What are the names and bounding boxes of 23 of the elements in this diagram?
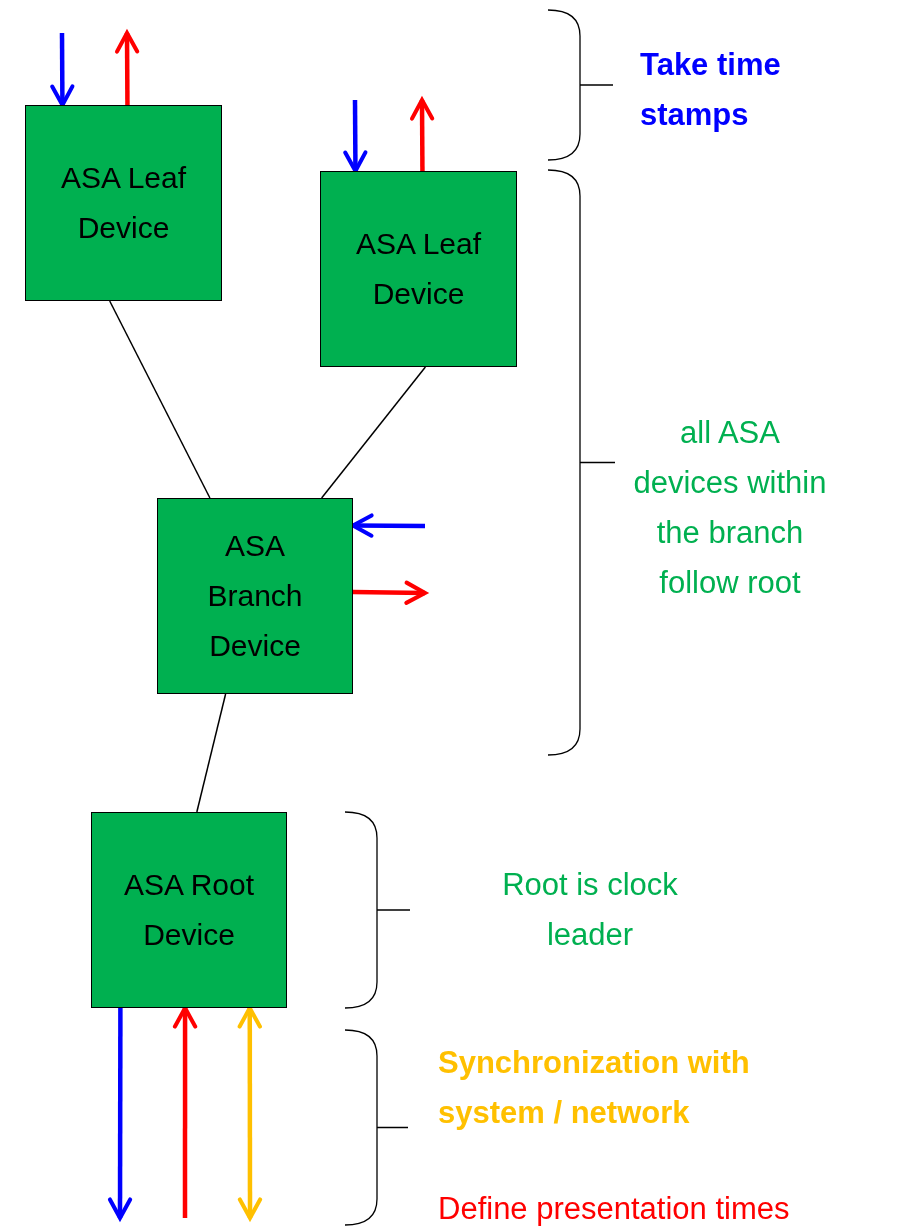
device-label: ASA Branch Device bbox=[206, 528, 304, 664]
device-label: ASA Root Device bbox=[122, 867, 256, 953]
device-label: ASA Leaf Device bbox=[354, 226, 483, 312]
device-box bbox=[25, 105, 222, 301]
arrow bbox=[352, 580, 428, 605]
arrow bbox=[172, 1006, 198, 1218]
arrow bbox=[237, 1006, 263, 1221]
arrow bbox=[409, 98, 435, 171]
device-box bbox=[157, 498, 353, 694]
annotation-text: Define presentation times bbox=[438, 1190, 791, 1228]
arrow bbox=[107, 1008, 133, 1221]
annotation-text: all ASA devices within the branch follow root bbox=[632, 414, 828, 602]
device-box bbox=[91, 812, 287, 1008]
arrow bbox=[114, 31, 140, 105]
arrow bbox=[351, 513, 425, 538]
connector-line bbox=[108, 300, 211, 499]
device-label: ASA Leaf Device bbox=[59, 160, 188, 246]
device-box bbox=[320, 171, 517, 367]
annotation-text: Synchronization with system / network bbox=[438, 1044, 751, 1132]
connector-line bbox=[320, 366, 427, 499]
annotation-text: Take time stamps bbox=[640, 46, 782, 134]
annotation-text: Root is clock leader bbox=[501, 866, 679, 954]
connector-line bbox=[196, 693, 227, 813]
